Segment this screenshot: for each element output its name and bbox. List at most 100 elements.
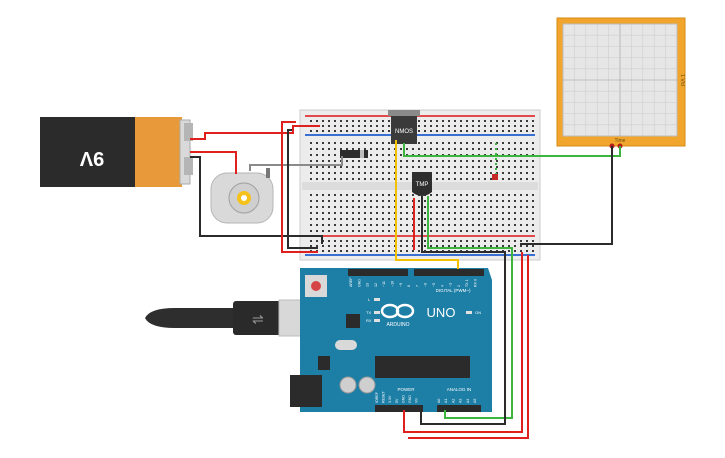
breadboard-hole[interactable] [370,125,372,127]
breadboard-hole[interactable] [436,178,438,180]
breadboard-hole[interactable] [520,166,522,168]
breadboard-hole[interactable] [364,142,366,144]
breadboard-hole[interactable] [400,166,402,168]
reset-button-cap[interactable] [311,281,321,291]
breadboard-hole[interactable] [490,224,492,226]
breadboard-hole[interactable] [400,245,402,247]
breadboard-hole[interactable] [502,245,504,247]
breadboard-hole[interactable] [478,178,480,180]
breadboard-hole[interactable] [496,130,498,132]
wire-scope-gnd[interactable] [520,146,613,245]
breadboard-hole[interactable] [490,200,492,202]
breadboard-hole[interactable] [514,160,516,162]
breadboard-hole[interactable] [442,125,444,127]
nmos-transistor[interactable]: NMOS [388,110,420,144]
breadboard-hole[interactable] [520,200,522,202]
breadboard-hole[interactable] [376,250,378,252]
breadboard-hole[interactable] [328,178,330,180]
breadboard-hole[interactable] [412,250,414,252]
breadboard-hole[interactable] [502,160,504,162]
breadboard-hole[interactable] [370,166,372,168]
breadboard-hole[interactable] [532,130,534,132]
breadboard-hole[interactable] [352,120,354,122]
breadboard-hole[interactable] [436,245,438,247]
breadboard-hole[interactable] [418,250,420,252]
breadboard-hole[interactable] [478,224,480,226]
breadboard-hole[interactable] [502,224,504,226]
breadboard-hole[interactable] [496,218,498,220]
breadboard-hole[interactable] [352,212,354,214]
breadboard-hole[interactable] [310,160,312,162]
breadboard-hole[interactable] [520,224,522,226]
wire-signal-green[interactable] [403,143,621,157]
breadboard-hole[interactable] [436,230,438,232]
breadboard-hole[interactable] [370,250,372,252]
breadboard-hole[interactable] [406,250,408,252]
breadboard-hole[interactable] [322,154,324,156]
breadboard-hole[interactable] [472,224,474,226]
breadboard-hole[interactable] [376,240,378,242]
breadboard-hole[interactable] [484,200,486,202]
breadboard-hole[interactable] [484,230,486,232]
breadboard-hole[interactable] [382,240,384,242]
breadboard-hole[interactable] [376,218,378,220]
breadboard-hole[interactable] [460,218,462,220]
breadboard-hole[interactable] [466,125,468,127]
breadboard-hole[interactable] [388,218,390,220]
breadboard-hole[interactable] [436,194,438,196]
breadboard-hole[interactable] [316,200,318,202]
analog-header[interactable] [437,405,481,412]
breadboard-hole[interactable] [352,218,354,220]
breadboard-hole[interactable] [520,250,522,252]
breadboard-hole[interactable] [346,206,348,208]
breadboard-hole[interactable] [340,224,342,226]
breadboard-hole[interactable] [334,130,336,132]
breadboard-hole[interactable] [502,130,504,132]
breadboard-hole[interactable] [388,200,390,202]
breadboard-hole[interactable] [334,224,336,226]
breadboard-hole[interactable] [436,212,438,214]
breadboard-hole[interactable] [454,218,456,220]
breadboard-hole[interactable] [328,120,330,122]
breadboard-hole[interactable] [490,125,492,127]
breadboard-hole[interactable] [334,160,336,162]
breadboard-hole[interactable] [346,245,348,247]
breadboard-hole[interactable] [508,206,510,208]
breadboard-hole[interactable] [406,245,408,247]
breadboard-hole[interactable] [532,142,534,144]
breadboard-hole[interactable] [364,206,366,208]
breadboard-hole[interactable] [328,218,330,220]
breadboard-hole[interactable] [484,224,486,226]
breadboard-hole[interactable] [400,250,402,252]
breadboard-hole[interactable] [436,200,438,202]
breadboard-hole[interactable] [340,130,342,132]
breadboard-hole[interactable] [526,250,528,252]
breadboard-hole[interactable] [388,166,390,168]
breadboard-hole[interactable] [478,125,480,127]
breadboard-hole[interactable] [532,200,534,202]
breadboard-hole[interactable] [388,148,390,150]
breadboard-hole[interactable] [376,245,378,247]
breadboard-hole[interactable] [442,142,444,144]
breadboard-hole[interactable] [490,142,492,144]
breadboard-hole[interactable] [358,194,360,196]
breadboard-hole[interactable] [526,172,528,174]
breadboard-hole[interactable] [484,240,486,242]
breadboard-hole[interactable] [460,200,462,202]
breadboard-hole[interactable] [526,194,528,196]
breadboard-hole[interactable] [472,148,474,150]
breadboard-hole[interactable] [466,212,468,214]
breadboard-hole[interactable] [448,245,450,247]
breadboard-hole[interactable] [424,224,426,226]
breadboard-hole[interactable] [400,240,402,242]
breadboard-hole[interactable] [526,230,528,232]
breadboard-hole[interactable] [334,240,336,242]
battery-9v[interactable]: 9V [40,117,193,187]
breadboard-hole[interactable] [328,224,330,226]
breadboard-hole[interactable] [418,120,420,122]
breadboard-hole[interactable] [496,240,498,242]
breadboard-hole[interactable] [454,224,456,226]
breadboard-hole[interactable] [328,130,330,132]
wire-vcc-rail[interactable] [281,121,318,253]
